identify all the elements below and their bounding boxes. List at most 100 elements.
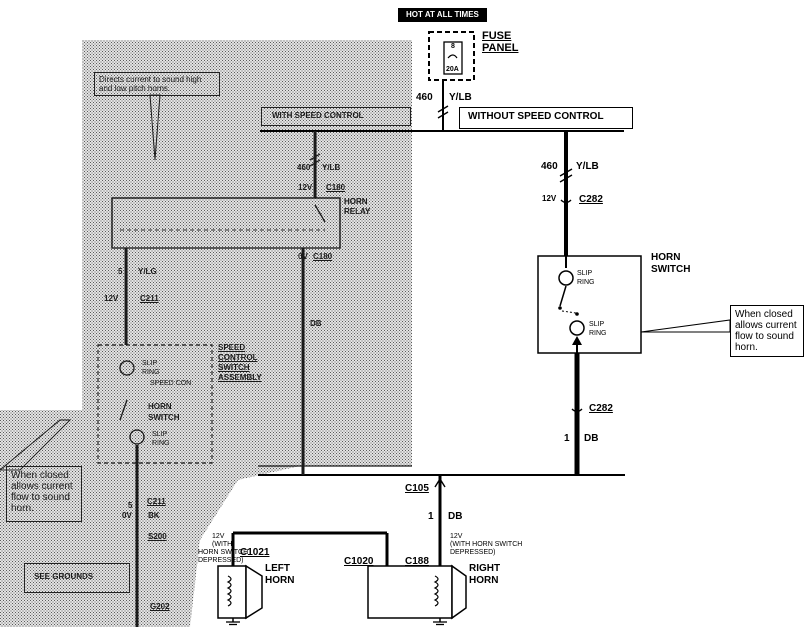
- horn-switch-title-2: SWITCH: [651, 264, 691, 275]
- horn-switch-title-1: HORN: [651, 252, 681, 263]
- horn-switch-box: [537, 255, 642, 354]
- fuse-panel-title-1: FUSE: [482, 30, 512, 42]
- relay-contact: [314, 204, 326, 223]
- left-horn-note-4: DEPRESSED): [198, 557, 244, 564]
- voltage-12v-c282: 12V: [542, 194, 557, 203]
- ground-g202: G202: [150, 602, 170, 611]
- speed-switch-title-1: SPEED: [218, 343, 246, 352]
- callout-left-pointer: [0, 419, 72, 471]
- wire-db-vertical: DB: [310, 319, 322, 328]
- switch-pivot: [558, 306, 562, 310]
- speed-switch-contact: [119, 399, 128, 421]
- speed-ring-a: RING: [142, 369, 160, 376]
- connector-c282-top-mark: [560, 199, 572, 204]
- relay-wire-break: [309, 153, 321, 167]
- right-horn-note-3: DEPRESSED): [450, 549, 496, 556]
- left-horn-coil: [226, 575, 232, 607]
- right-horn-note-2: (WITH HORN SWITCH: [450, 541, 523, 548]
- see-grounds-label[interactable]: SEE GROUNDS: [34, 572, 94, 581]
- wire-c105-color: DB: [448, 511, 463, 522]
- speed-slip-ring-a: [119, 360, 135, 376]
- speed-con-label: SPEED CON: [150, 380, 192, 387]
- wire-top-circuit: 460: [416, 92, 433, 103]
- left-horn-note-1: 12V: [212, 533, 225, 540]
- right-horn-body: [367, 565, 453, 619]
- connector-c180-bottom: C180: [313, 252, 333, 261]
- voltage-12v-relay: 12V: [298, 183, 313, 192]
- fuse-body: [443, 41, 463, 75]
- callout-right-pointer: [640, 319, 731, 333]
- left-horn-title-2: HORN: [265, 575, 295, 586]
- wire-mid-circuit: 460: [541, 161, 558, 172]
- connector-c282-top: C282: [579, 194, 603, 205]
- right-horn-coil: [433, 575, 439, 607]
- speed-slip-a: SLIP: [142, 360, 158, 367]
- slip-ring-top-slip: SLIP: [577, 270, 593, 277]
- relay-wire-color: Y/LB: [322, 163, 341, 172]
- wire-bottom-color: DB: [584, 433, 599, 444]
- wire-lower-left-circuit: 5: [128, 501, 133, 510]
- left-horn-title-1: LEFT: [265, 563, 290, 574]
- wire-break-mid: [559, 168, 573, 183]
- fuse-panel-outline: [428, 31, 475, 81]
- right-horn-title-2: HORN: [469, 575, 499, 586]
- speed-control-switch-box: [97, 344, 213, 464]
- with-speed-control-box: [261, 107, 411, 126]
- horn-relay-title-2: RELAY: [344, 207, 371, 216]
- right-horn-note-1: 12V: [450, 533, 463, 540]
- speed-switch-title-3: SWITCH: [218, 363, 250, 372]
- connector-c180-top: C180: [326, 183, 346, 192]
- callout-top-note: Directs current to sound high and low pi…: [94, 72, 220, 96]
- voltage-0v-left: 0V: [122, 511, 132, 520]
- fuse-element: [447, 54, 458, 59]
- connector-c1020: C1020: [344, 556, 374, 567]
- left-horn-body: [217, 565, 247, 619]
- speed-switch-title-4: ASSEMBLY: [218, 373, 262, 382]
- connector-c211-lower: C211: [147, 497, 166, 506]
- speed-control-shaded-region: [0, 40, 412, 627]
- connector-c282-bottom-mark: [571, 408, 583, 413]
- fuse-rating: 20A: [446, 66, 459, 73]
- slip-ring-bottom: [569, 320, 585, 336]
- fuse-panel-title-2: PANEL: [482, 42, 519, 54]
- wire-lower-left-color: BK: [148, 511, 160, 520]
- slip-ring-bottom-ring: RING: [589, 330, 607, 337]
- wire-top-color: Y/LB: [449, 92, 472, 103]
- left-horn-bell: [245, 564, 263, 620]
- speed-switch-label: SWITCH: [148, 413, 180, 422]
- slip-ring-top-ring: RING: [577, 279, 595, 286]
- wire-left-circuit: 5: [118, 267, 123, 276]
- horn-relay-title-1: HORN: [344, 197, 368, 206]
- left-horn-note-3: HORN SWITCH: [198, 549, 249, 556]
- voltage-12v-left: 12V: [104, 294, 119, 303]
- wire-c105-circuit: 1: [428, 511, 434, 522]
- speed-switch-title-2: CONTROL: [218, 353, 258, 362]
- wire-break-top: [437, 105, 449, 119]
- connector-c1021: C1021: [240, 547, 270, 558]
- see-grounds-box[interactable]: [24, 563, 130, 593]
- hot-at-all-times-label: HOT AT ALL TIMES: [398, 8, 487, 23]
- splice-s200: S200: [148, 532, 167, 541]
- without-speed-control-label: WITHOUT SPEED CONTROL: [468, 111, 604, 122]
- speed-ring-b: RING: [152, 440, 170, 447]
- with-speed-control-label: WITH SPEED CONTROL: [272, 111, 364, 120]
- slip-ring-top: [558, 270, 574, 286]
- left-horn-note-2: (WITH: [212, 541, 233, 548]
- right-horn-title-1: RIGHT: [469, 563, 501, 574]
- horn-switch-contact: [559, 285, 567, 307]
- voltage-0v-relay: 0V: [298, 252, 308, 261]
- connector-c188: C188: [405, 556, 429, 567]
- wire-left-color: Y/LG: [138, 267, 157, 276]
- horn-relay-box: [111, 197, 341, 249]
- connector-c105-mark: [434, 477, 446, 488]
- without-speed-control-box: [459, 107, 633, 129]
- speed-slip-b: SLIP: [152, 431, 168, 438]
- callout-right-note: When closed allows current flow to sound…: [730, 305, 804, 357]
- wire-bottom-circuit: 1: [564, 433, 570, 444]
- fuse-number: 8: [451, 43, 455, 50]
- connector-c282-bottom: C282: [589, 403, 613, 414]
- relay-wire-circuit: 460: [297, 163, 311, 172]
- wire-mid-color: Y/LB: [576, 161, 599, 172]
